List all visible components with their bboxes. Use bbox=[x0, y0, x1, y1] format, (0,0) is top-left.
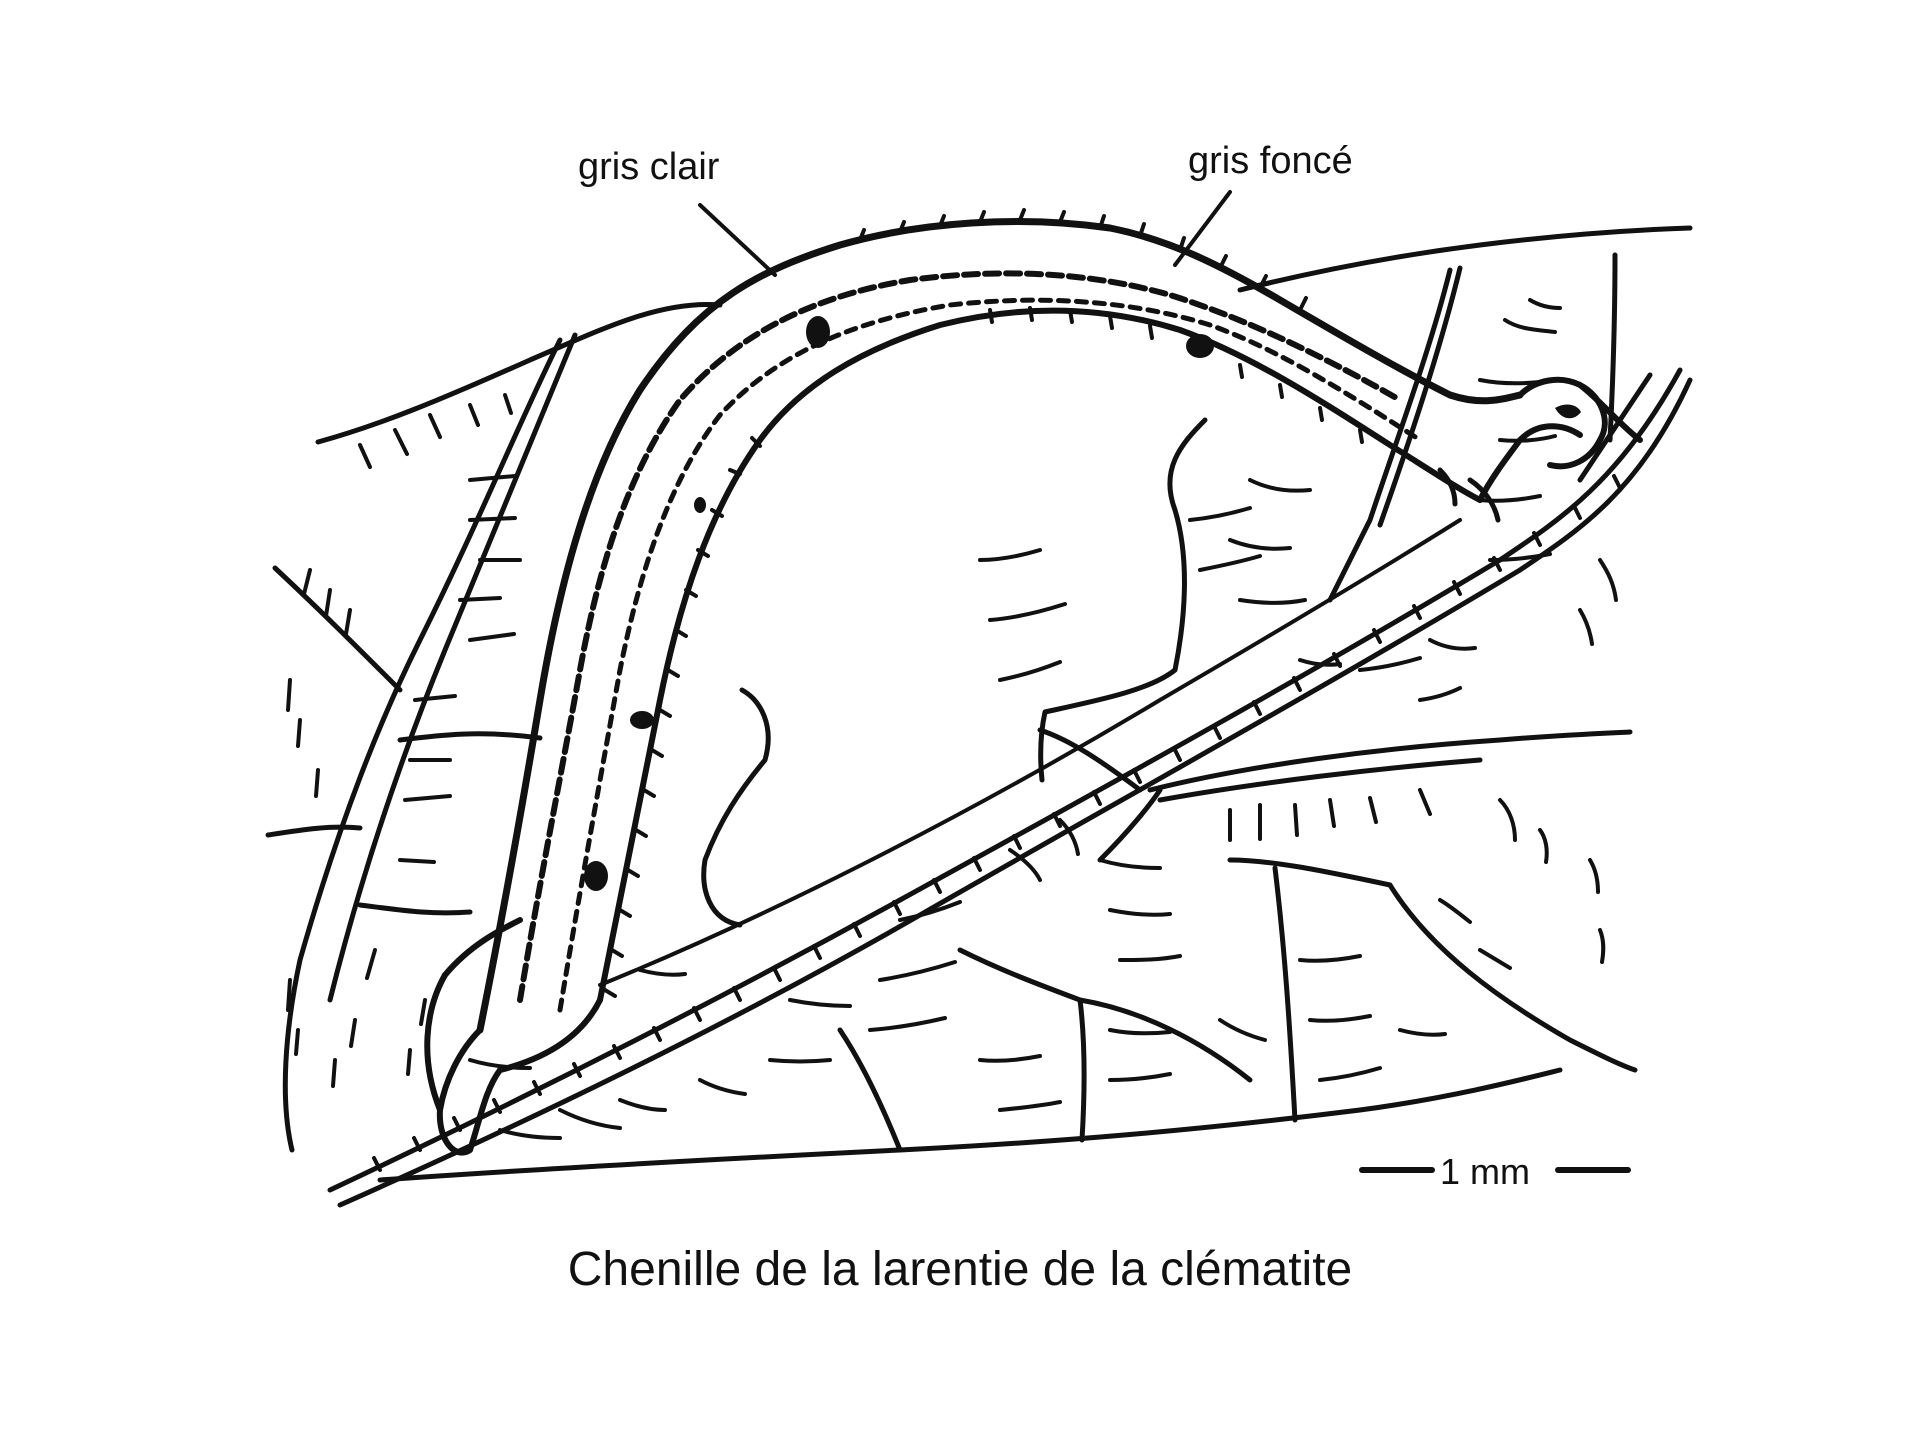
leaf-stem bbox=[327, 367, 1693, 1208]
leaf-background bbox=[265, 225, 1693, 1183]
scale-bar-label: 1 mm bbox=[1440, 1151, 1530, 1192]
label-light-grey: gris clair bbox=[578, 146, 720, 188]
label-dark-grey: gris foncé bbox=[1188, 140, 1353, 182]
figure-caption: Chenille de la larentie de la clématite bbox=[567, 1243, 1353, 1296]
leader-line-dark-grey bbox=[1173, 190, 1232, 267]
caterpillar-body bbox=[424, 208, 1643, 1156]
leader-line-light-grey bbox=[698, 203, 777, 277]
